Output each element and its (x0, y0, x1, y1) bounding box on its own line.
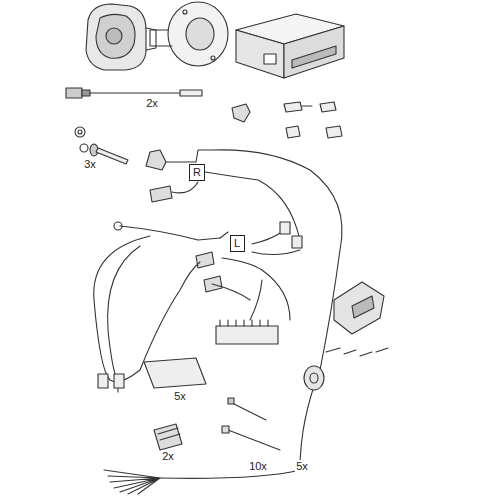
trailer-socket (86, 4, 156, 70)
control-module (236, 14, 344, 78)
side-marker-box: R (189, 164, 205, 181)
quantity-label: 5x (295, 460, 309, 472)
quantity-label: 2x (161, 450, 175, 462)
clip-strip (154, 424, 182, 450)
side-marker-box: L (230, 235, 245, 252)
cable-tie (222, 398, 280, 450)
relay-connector (326, 282, 388, 356)
quantity-label: 5x (173, 390, 187, 402)
side-letter: R (193, 166, 201, 178)
quantity-label: 10x (248, 460, 268, 472)
plug-cable (66, 88, 202, 98)
quantity-label: 3x (83, 158, 97, 170)
quantity-label: 2x (145, 97, 159, 109)
side-letter: L (234, 237, 240, 249)
mounting-plate (150, 2, 228, 66)
label-strip (144, 358, 206, 388)
harness (94, 150, 342, 494)
small-connectors (232, 102, 342, 138)
